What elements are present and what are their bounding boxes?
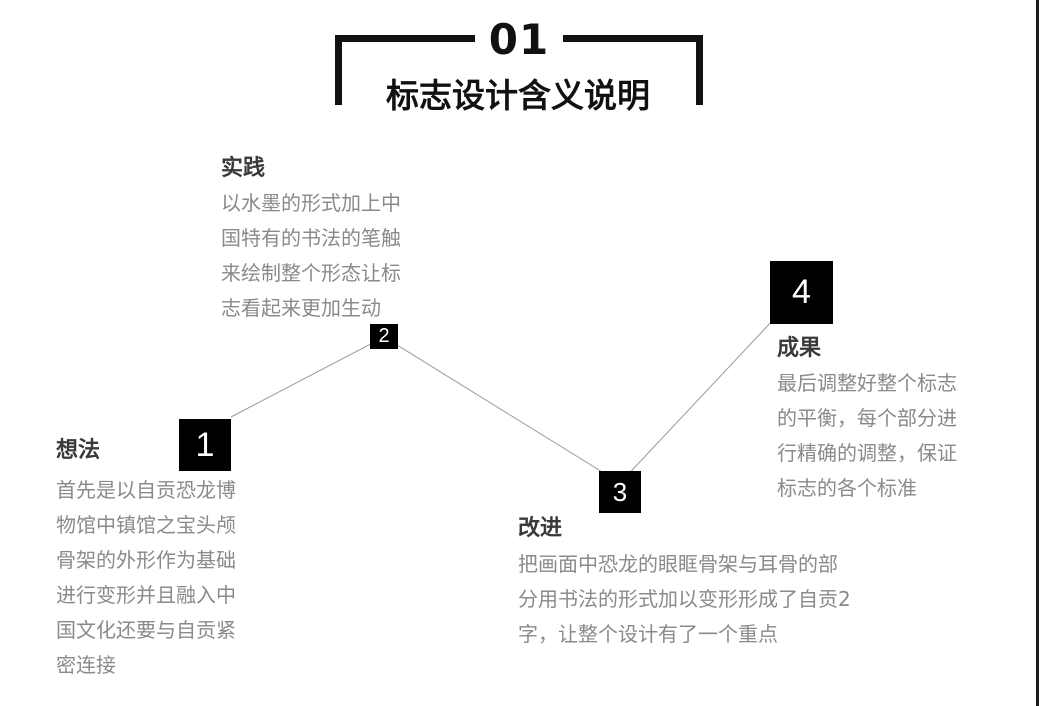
step-4-line: 最后调整好整个标志 (777, 371, 957, 395)
bracket-right-vertical (696, 35, 703, 105)
page-title: 标志设计含义说明 (386, 76, 650, 115)
step-2-line: 国特有的书法的笔触 (221, 226, 401, 250)
bracket-top-right (563, 35, 703, 42)
step-4-title: 成果 (777, 336, 822, 361)
step-2-line: 以水墨的形式加上中 (221, 191, 401, 215)
step-1-number-box: 1 (179, 419, 231, 471)
step-2-description: 以水墨的形式加上中 国特有的书法的笔触 来绘制整个形态让标 志看起来更加生动 (221, 186, 401, 326)
step-1-description: 首先是以自贡恐龙博 物馆中镇馆之宝头颅 骨架的外形作为基础 进行变形并且融入中 … (56, 473, 236, 683)
step-1-line: 骨架的外形作为基础 (56, 548, 236, 572)
step-3-line: 分用书法的形式加以变形形成了自贡2 (518, 587, 851, 611)
step-1-title: 想法 (56, 438, 101, 463)
step-4-number-box: 4 (770, 261, 833, 324)
step-2-line: 志看起来更加生动 (221, 296, 381, 320)
step-2-number-box: 2 (370, 324, 398, 349)
step-3-line: 把画面中恐龙的眼眶骨架与耳骨的部 (518, 552, 838, 576)
step-2-title: 实践 (221, 156, 266, 181)
step-4-line: 行精确的调整，保证 (777, 441, 957, 465)
right-edge-rule (1036, 0, 1039, 706)
section-number: 01 (488, 15, 550, 64)
step-3-description: 把画面中恐龙的眼眶骨架与耳骨的部 分用书法的形式加以变形形成了自贡2 字，让整个… (518, 547, 851, 652)
step-3-title: 改进 (518, 516, 563, 541)
bracket-left-vertical (335, 35, 342, 105)
step-1-line: 进行变形并且融入中 (56, 583, 236, 607)
step-1-line: 国文化还要与自贡紧 (56, 618, 236, 642)
connector-path (230, 317, 776, 484)
step-4-description: 最后调整好整个标志 的平衡，每个部分进 行精确的调整，保证 标志的各个标准 (777, 366, 957, 506)
step-4-line: 标志的各个标准 (777, 476, 917, 500)
step-1-line: 密连接 (56, 653, 116, 677)
step-2-line: 来绘制整个形态让标 (221, 261, 401, 285)
step-1-line: 物馆中镇馆之宝头颅 (56, 513, 236, 537)
step-3-number-box: 3 (599, 471, 641, 513)
step-3-line: 字，让整个设计有了一个重点 (518, 622, 778, 646)
step-4-line: 的平衡，每个部分进 (777, 406, 957, 430)
bracket-top-left (335, 35, 475, 42)
step-1-line: 首先是以自贡恐龙博 (56, 478, 236, 502)
